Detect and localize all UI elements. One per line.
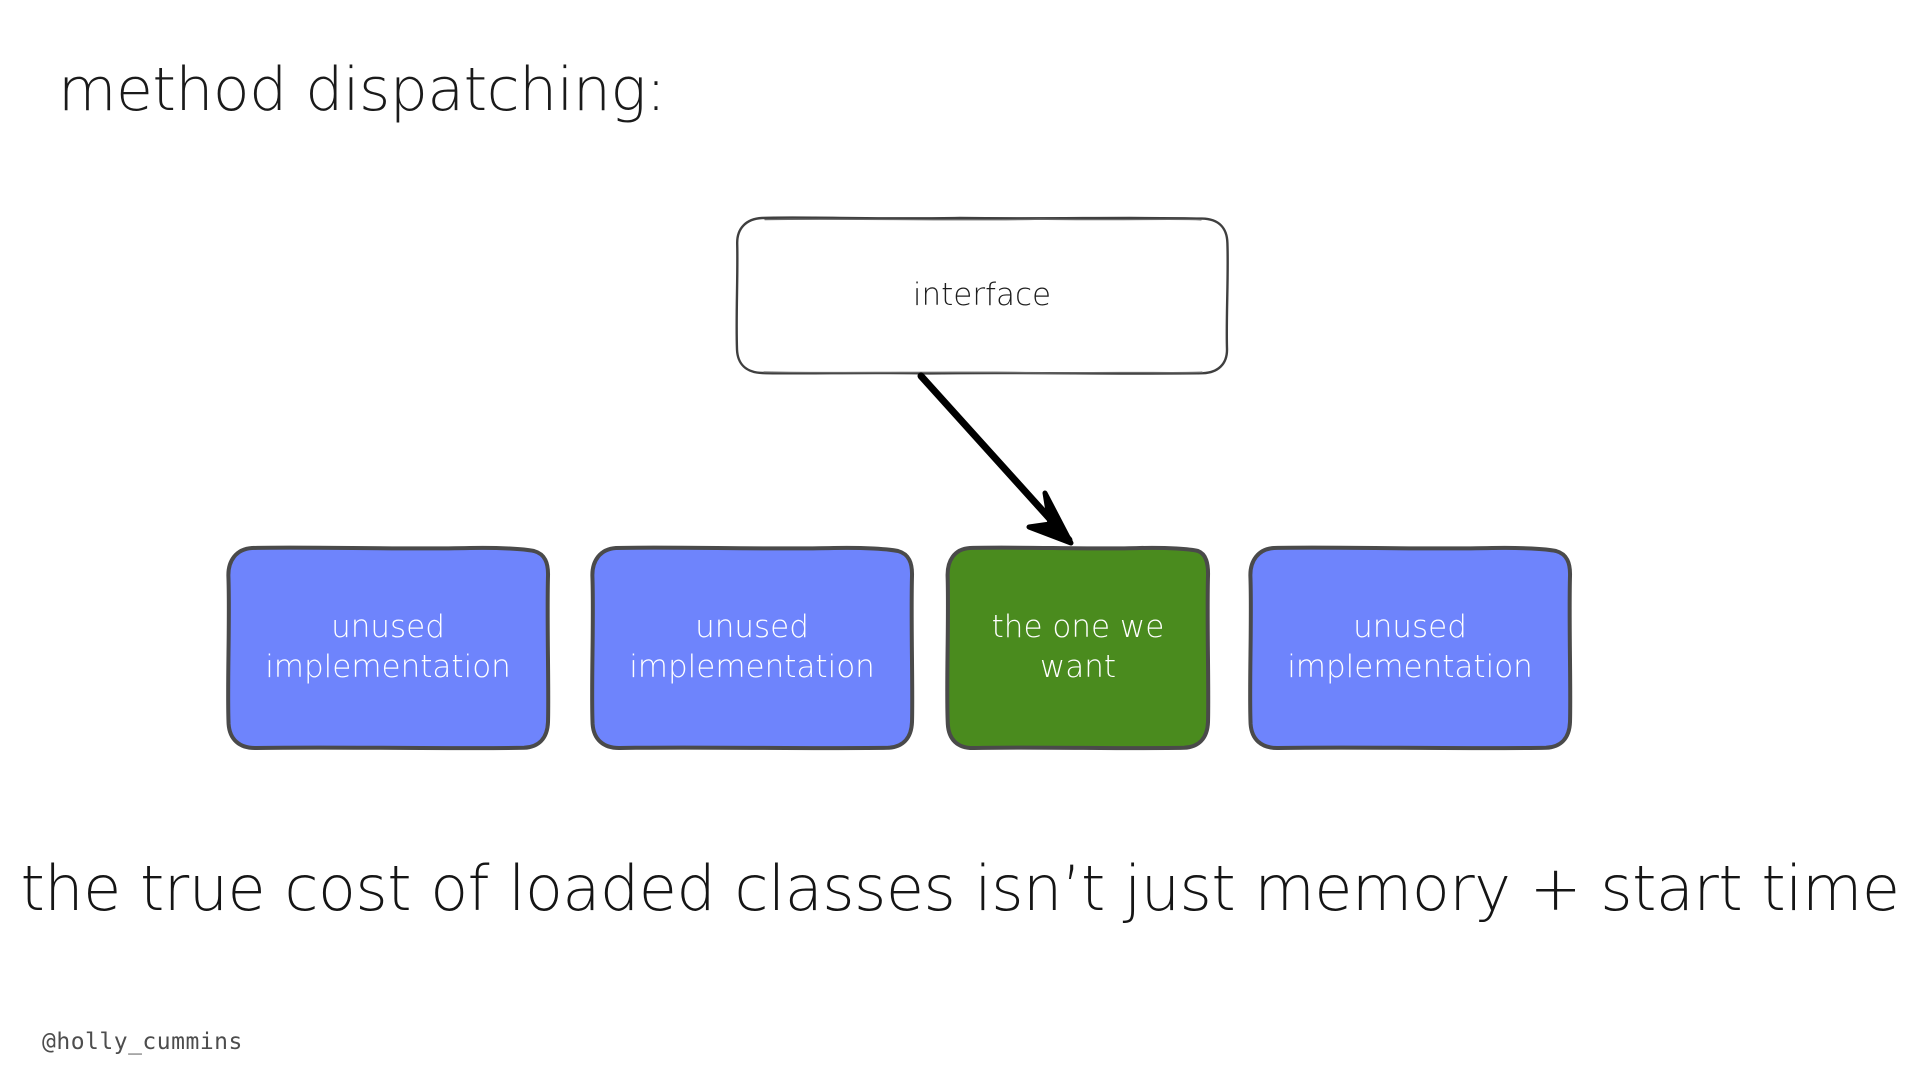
node-interface[interactable] (735, 216, 1229, 375)
node-selected-implementation[interactable] (945, 545, 1211, 751)
node-unused-implementation-1[interactable] (226, 545, 551, 751)
impl-node-2-shape (590, 545, 915, 751)
impl-node-3-shape (945, 545, 1211, 751)
author-handle: @holly_cummins (42, 1029, 243, 1055)
interface-node-sketch-overlay (764, 218, 1202, 221)
interface-node-shape (735, 216, 1229, 375)
arrow-head (1026, 490, 1074, 546)
node-unused-implementation-3[interactable] (1248, 545, 1573, 751)
arrow-shaft (917, 372, 1073, 544)
impl-node-4-shape (1248, 545, 1573, 751)
slide-caption: the true cost of loaded classes isn’t ju… (20, 852, 1900, 925)
node-unused-implementation-2[interactable] (590, 545, 915, 751)
dispatch-arrow (917, 372, 1074, 546)
impl-node-1-shape (226, 545, 551, 751)
page-title: method dispatching: (58, 55, 666, 125)
interface-node-sketch-overlay-bottom (763, 371, 1203, 374)
